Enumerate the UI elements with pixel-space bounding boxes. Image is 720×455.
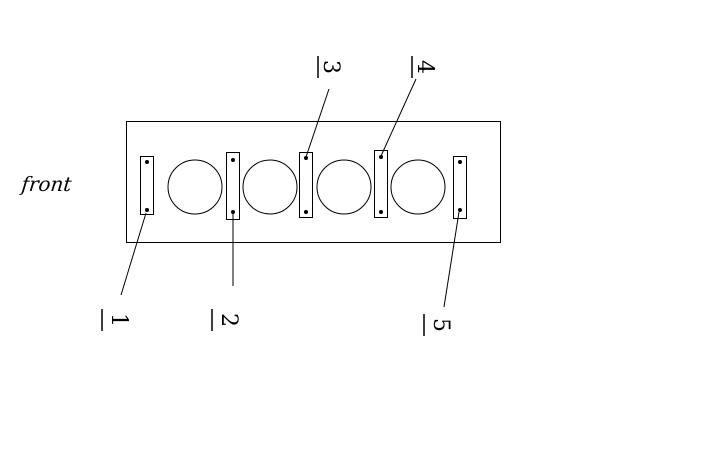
callout-3: 3 <box>317 56 343 78</box>
callout-2: 2 <box>211 309 241 331</box>
leader-line-3 <box>305 88 330 158</box>
main-bearing-cap-3 <box>299 152 313 218</box>
main-bearing-cap-1 <box>140 156 154 215</box>
main-bearing-cap-4 <box>374 150 388 218</box>
cap-bolt <box>458 208 462 212</box>
bearing-cap-outline <box>374 150 388 218</box>
leader-line-4 <box>380 78 417 157</box>
front-label: front <box>18 172 73 196</box>
cylinder-bore <box>167 159 223 215</box>
cap-bolt <box>231 158 235 162</box>
cylinder-bore <box>316 159 372 215</box>
bearing-cap-outline <box>299 152 313 218</box>
callout-label: 2 <box>216 313 241 327</box>
callout-label: 5 <box>428 318 453 332</box>
bearing-cap-outline <box>226 152 240 220</box>
cap-bolt <box>458 160 462 164</box>
leader-line-5 <box>443 211 460 308</box>
cylinder-bore <box>242 159 298 215</box>
callout-label: 4 <box>412 60 437 74</box>
engine-block-outline <box>126 121 501 243</box>
main-bearing-cap-5 <box>453 156 467 219</box>
callout-4: 4 <box>411 56 437 78</box>
main-bearing-cap-2 <box>226 152 240 220</box>
callout-5: 5 <box>423 314 453 336</box>
leader-line-1 <box>120 212 147 296</box>
cap-bolt <box>145 208 149 212</box>
cap-bolt <box>379 155 383 159</box>
cap-bolt <box>379 210 383 214</box>
cap-bolt <box>304 210 308 214</box>
callout-1: 1 <box>101 309 131 331</box>
callout-label: 1 <box>106 313 131 327</box>
cap-bolt <box>231 210 235 214</box>
bearing-cap-outline <box>453 156 467 219</box>
cylinder-bore <box>390 159 446 215</box>
bearing-cap-outline <box>140 156 154 215</box>
callout-label: 3 <box>318 60 343 74</box>
cap-bolt <box>145 160 149 164</box>
cap-bolt <box>304 156 308 160</box>
